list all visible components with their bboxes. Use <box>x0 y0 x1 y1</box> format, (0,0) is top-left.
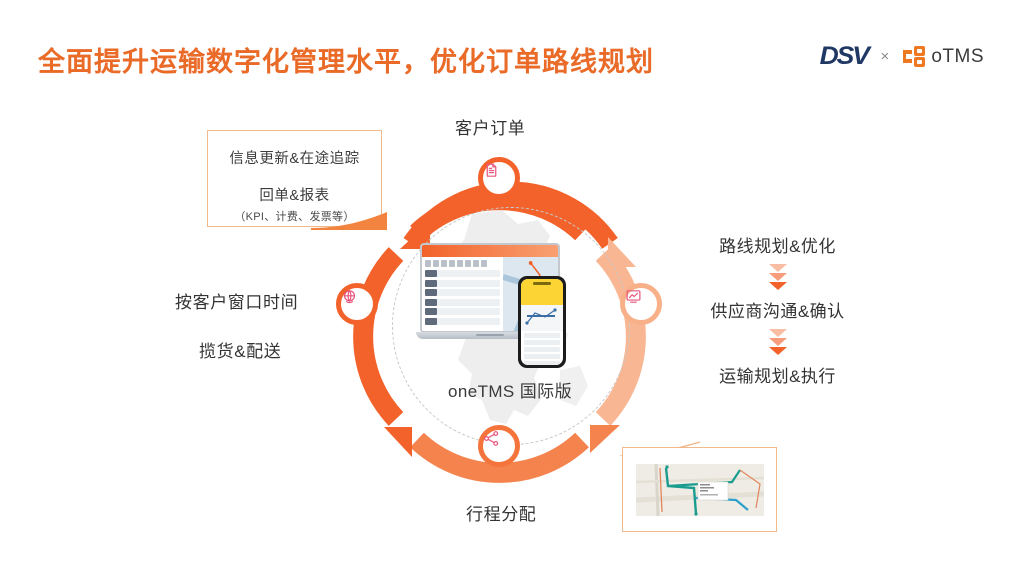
note-box: 信息更新&在途追踪 回单&报表 （KPI、计费、发票等） <box>207 130 382 227</box>
label-trip-assignment: 行程分配 <box>466 505 537 524</box>
cycle-node-left[interactable] <box>336 283 378 325</box>
double-chevron-down-icon <box>690 257 865 297</box>
center-device-mockups <box>406 233 616 413</box>
cycle-diagram: oneTMS 国际版 <box>318 155 702 495</box>
cycle-node-bottom[interactable] <box>478 425 520 467</box>
double-chevron-down-icon-2 <box>690 322 865 362</box>
dsv-logo: DSV <box>819 42 870 70</box>
flow-step-1: 路线规划&优化 <box>719 237 836 256</box>
route-map-thumbnail <box>635 463 764 516</box>
arrowhead-bottom-left <box>384 427 412 457</box>
logo-separator-icon: × <box>880 48 890 65</box>
map-thumbnail-card[interactable] <box>622 447 777 532</box>
center-caption: oneTMS 国际版 <box>448 382 572 401</box>
note-line-1: 信息更新&在途追踪 <box>229 151 360 167</box>
logo-bar: DSV × oTMS <box>819 42 984 71</box>
otms-mark-icon <box>903 46 926 67</box>
process-flow: 路线规划&优化 供应商沟通&确认 运输规划&执行 <box>690 232 865 387</box>
flow-step-2: 供应商沟通&确认 <box>710 302 845 321</box>
arrowhead-top-left <box>400 221 430 249</box>
flow-step-3: 运输规划&执行 <box>719 367 836 386</box>
cycle-node-right[interactable] <box>620 283 662 325</box>
label-customer-order: 客户订单 <box>455 119 526 138</box>
otms-logo-label: oTMS <box>931 45 984 67</box>
label-customer-window: 按客户窗口时间 <box>175 293 299 312</box>
arrowhead-bottom-right <box>590 425 620 453</box>
note-line-2: 回单&报表 <box>259 188 330 204</box>
cycle-node-top[interactable] <box>478 157 520 199</box>
page-title: 全面提升运输数字化管理水平，优化订单路线规划 <box>38 47 654 77</box>
phone-mockup <box>518 276 566 368</box>
label-pickup-delivery: 揽货&配送 <box>199 342 282 361</box>
otms-logo: oTMS <box>903 46 984 68</box>
arrowhead-top-right <box>608 237 636 267</box>
